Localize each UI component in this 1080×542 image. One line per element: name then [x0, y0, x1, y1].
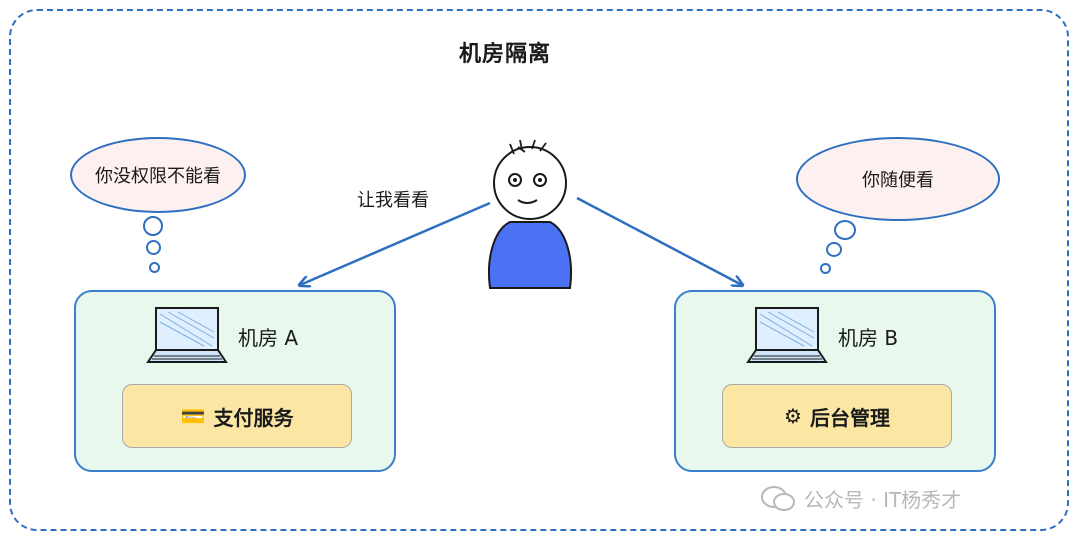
service-admin: ⚙ 后台管理: [722, 384, 952, 448]
arrow-to-room-a: [300, 201, 491, 285]
watermark-text: 公众号 · IT杨秀才: [804, 488, 962, 512]
diagram-title: 机房隔离: [458, 42, 551, 67]
service-payment: 💳 支付服务: [122, 384, 352, 448]
thought-dot: [143, 216, 163, 236]
room-b-label: 机房 B: [838, 326, 899, 350]
request-label: 让我看看: [357, 190, 429, 211]
thought-text-right: 你随便看: [862, 170, 934, 191]
wechat-icon: [761, 485, 795, 511]
room-a: 机房 A 💳 支付服务: [74, 290, 396, 472]
thought-bubble-left: 你没权限不能看: [70, 137, 246, 213]
thought-dot: [149, 262, 160, 273]
thought-bubble-right: 你随便看: [796, 137, 1000, 221]
gear-icon: ⚙: [784, 404, 802, 428]
thought-text-left: 你没权限不能看: [95, 166, 221, 187]
card-icon: 💳: [180, 404, 206, 428]
thought-dot: [820, 263, 831, 274]
arrow-to-room-b: [576, 196, 742, 285]
service-payment-label: 支付服务: [213, 405, 294, 430]
diagram-frame: [9, 9, 1069, 531]
room-a-label: 机房 A: [238, 326, 299, 350]
watermark: 公众号 · IT杨秀才: [760, 484, 961, 513]
laptop-icon: [746, 307, 828, 363]
service-admin-label: 后台管理: [809, 405, 890, 430]
thought-dot: [834, 220, 856, 240]
laptop-icon: [146, 307, 228, 363]
thought-dot: [826, 242, 842, 257]
person-icon: [488, 139, 572, 289]
room-b: 机房 B ⚙ 后台管理: [674, 290, 996, 472]
thought-dot: [146, 240, 161, 255]
